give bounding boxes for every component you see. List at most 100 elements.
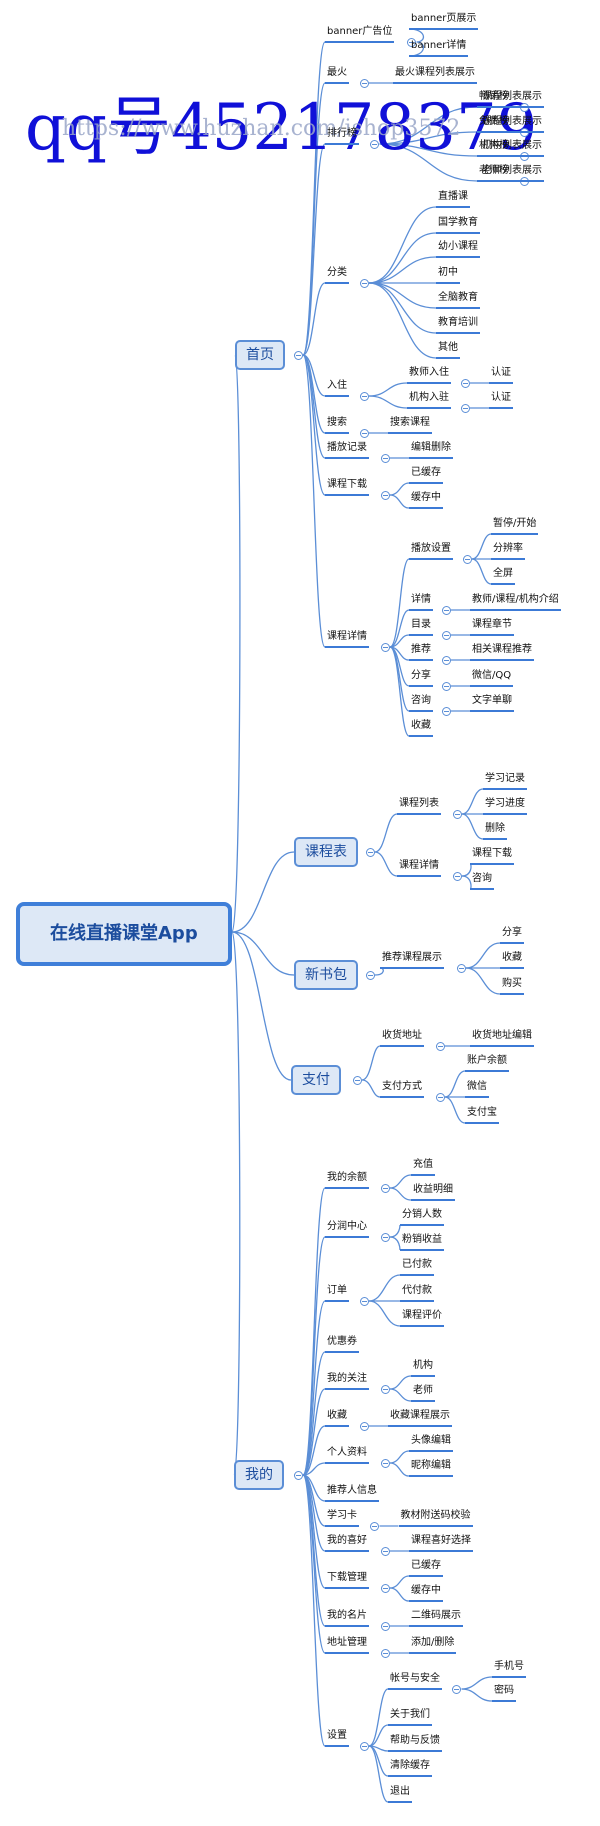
collapse-toggle-icon[interactable]	[380, 1232, 390, 1242]
branch-node[interactable]: 下载管理	[325, 1571, 369, 1589]
leaf-node[interactable]: 购买	[500, 977, 524, 995]
collapse-toggle-icon[interactable]	[365, 970, 375, 980]
leaf-node[interactable]: 微信/QQ	[470, 669, 514, 687]
leaf-node[interactable]: 幼小课程	[436, 240, 480, 258]
leaf-node[interactable]: 认证	[489, 391, 513, 409]
leaf-node[interactable]: 课程列表展示	[480, 90, 544, 108]
collapse-toggle-icon[interactable]	[293, 350, 303, 360]
collapse-toggle-icon[interactable]	[407, 37, 417, 47]
leaf-node[interactable]: 课程下载	[470, 847, 514, 865]
branch-node[interactable]: 课程详情	[397, 859, 441, 877]
leaf-node[interactable]: 账户余额	[465, 1054, 509, 1072]
branch-node[interactable]: 我的名片	[325, 1609, 369, 1627]
leaf-node[interactable]: 二维码展示	[409, 1609, 463, 1627]
branch-node[interactable]: 优惠券	[325, 1335, 359, 1353]
leaf-node[interactable]: 分辨率	[491, 542, 525, 560]
leaf-node[interactable]: 教育培训	[436, 316, 480, 334]
leaf-node[interactable]: 全脑教育	[436, 291, 480, 309]
collapse-toggle-icon[interactable]	[359, 278, 369, 288]
branch-node[interactable]: 支付方式	[380, 1080, 424, 1098]
collapse-toggle-icon[interactable]	[460, 403, 470, 413]
collapse-toggle-icon[interactable]	[380, 1458, 390, 1468]
category-node[interactable]: 我的	[234, 1460, 284, 1490]
collapse-toggle-icon[interactable]	[441, 681, 451, 691]
leaf-node[interactable]: 课程评价	[400, 1309, 444, 1327]
leaf-node[interactable]: 推荐	[409, 643, 433, 661]
leaf-node[interactable]: 删除	[483, 822, 507, 840]
collapse-toggle-icon[interactable]	[380, 1183, 390, 1193]
leaf-node[interactable]: 老师列表展示	[480, 164, 544, 182]
collapse-toggle-icon[interactable]	[380, 1384, 390, 1394]
leaf-node[interactable]: 课程列表展示	[480, 115, 544, 133]
leaf-node[interactable]: 直播课	[436, 190, 470, 208]
leaf-node[interactable]: 收藏课程展示	[388, 1409, 452, 1427]
leaf-node[interactable]: 粉销收益	[400, 1233, 444, 1251]
collapse-toggle-icon[interactable]	[359, 1296, 369, 1306]
collapse-toggle-icon[interactable]	[435, 1092, 445, 1102]
leaf-node[interactable]: 相关课程推荐	[470, 643, 534, 661]
collapse-toggle-icon[interactable]	[452, 809, 462, 819]
leaf-node[interactable]: 关于我们	[388, 1708, 432, 1726]
branch-node[interactable]: 订单	[325, 1284, 349, 1302]
leaf-node[interactable]: 头像编辑	[409, 1434, 453, 1452]
leaf-node[interactable]: 国学教育	[436, 216, 480, 234]
collapse-toggle-icon[interactable]	[452, 871, 462, 881]
branch-node[interactable]: 入住	[325, 379, 349, 397]
leaf-node[interactable]: 搜索课程	[388, 416, 432, 434]
branch-node[interactable]: banner广告位	[325, 25, 395, 43]
leaf-node[interactable]: 微信	[465, 1080, 489, 1098]
collapse-toggle-icon[interactable]	[380, 490, 390, 500]
collapse-toggle-icon[interactable]	[380, 1648, 390, 1658]
category-node[interactable]: 新书包	[294, 960, 358, 990]
root-node[interactable]: 在线直播课堂App	[16, 902, 232, 966]
leaf-node[interactable]: banner详情	[409, 39, 469, 57]
leaf-node[interactable]: 已缓存	[409, 1559, 443, 1577]
leaf-node[interactable]: 学习进度	[483, 797, 527, 815]
collapse-toggle-icon[interactable]	[380, 642, 390, 652]
leaf-node[interactable]: 手机号	[492, 1660, 526, 1678]
leaf-node[interactable]: 帐号与安全	[388, 1672, 442, 1690]
collapse-toggle-icon[interactable]	[370, 1521, 379, 1531]
collapse-toggle-icon[interactable]	[441, 655, 451, 665]
branch-node[interactable]: 个人资料	[325, 1446, 369, 1464]
leaf-node[interactable]: banner页展示	[409, 12, 479, 30]
leaf-node[interactable]: 分销人数	[400, 1208, 444, 1226]
leaf-node[interactable]: 代付款	[400, 1284, 434, 1302]
leaf-node[interactable]: 编辑删除	[409, 441, 453, 459]
collapse-toggle-icon[interactable]	[352, 1075, 362, 1085]
branch-node[interactable]: 课程下载	[325, 478, 369, 496]
leaf-node[interactable]: 昵称编辑	[409, 1459, 453, 1477]
branch-node[interactable]: 课程详情	[325, 630, 369, 648]
branch-node[interactable]: 分类	[325, 266, 349, 284]
leaf-node[interactable]: 缓存中	[409, 1584, 443, 1602]
leaf-node[interactable]: 机构入驻	[407, 391, 451, 409]
leaf-node[interactable]: 帮助与反馈	[388, 1734, 442, 1752]
leaf-node[interactable]: 教师/课程/机构介绍	[470, 593, 561, 611]
leaf-node[interactable]: 最火课程列表展示	[393, 66, 477, 84]
branch-node[interactable]: 我的喜好	[325, 1534, 369, 1552]
collapse-toggle-icon[interactable]	[441, 605, 451, 615]
leaf-node[interactable]: 已缓存	[409, 466, 443, 484]
leaf-node[interactable]: 机构列表展示	[480, 139, 544, 157]
leaf-node[interactable]: 密码	[492, 1684, 516, 1702]
collapse-toggle-icon[interactable]	[365, 847, 375, 857]
collapse-toggle-icon[interactable]	[441, 630, 451, 640]
collapse-toggle-icon[interactable]	[435, 1041, 445, 1051]
leaf-node[interactable]: 老师	[411, 1384, 435, 1402]
leaf-node[interactable]: 初中	[436, 266, 460, 284]
branch-node[interactable]: 课程列表	[397, 797, 441, 815]
leaf-node[interactable]: 文字单聊	[470, 694, 514, 712]
branch-node[interactable]: 设置	[325, 1729, 349, 1747]
leaf-node[interactable]: 目录	[409, 618, 433, 636]
leaf-node[interactable]: 咨询	[409, 694, 433, 712]
branch-node[interactable]: 我的关注	[325, 1372, 369, 1390]
leaf-node[interactable]: 收货地址编辑	[470, 1029, 534, 1047]
category-node[interactable]: 课程表	[294, 837, 358, 867]
branch-node[interactable]: 收藏	[325, 1409, 349, 1427]
collapse-toggle-icon[interactable]	[359, 428, 369, 438]
leaf-node[interactable]: 学习记录	[483, 772, 527, 790]
collapse-toggle-icon[interactable]	[380, 1546, 390, 1556]
branch-node[interactable]: 学习卡	[325, 1509, 359, 1527]
leaf-node[interactable]: 充值	[411, 1158, 435, 1176]
leaf-node[interactable]: 支付宝	[465, 1106, 499, 1124]
